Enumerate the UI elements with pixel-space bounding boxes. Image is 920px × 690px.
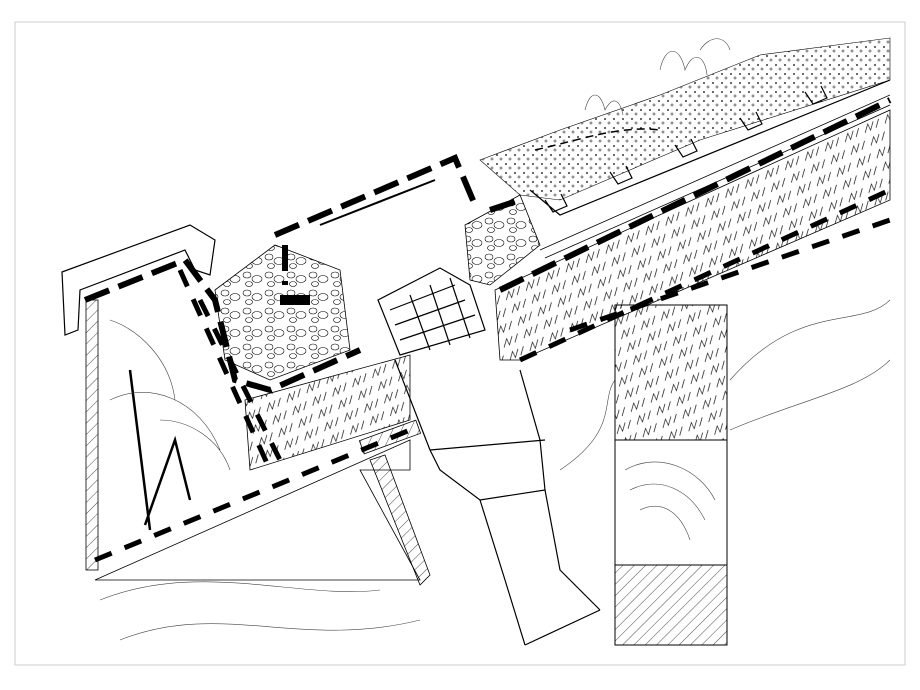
edge-block: [280, 295, 310, 305]
column-lower: [614, 564, 728, 646]
column-wood-grain: [624, 461, 716, 541]
parapet-membrane: [177, 268, 283, 472]
gravel-left: [214, 244, 351, 381]
parapet-cap-flashing: [61, 224, 216, 336]
slab-opening: [369, 454, 431, 586]
column-middle: [614, 439, 728, 566]
parapet-wall: [85, 299, 99, 571]
drawing-frame: [14, 21, 906, 666]
drain-flange-left: [358, 419, 422, 455]
vegetation-substrate: [479, 37, 891, 201]
insulation-layer: [244, 354, 411, 471]
edge-frame: [273, 154, 521, 285]
parapet-wood-grain: [109, 319, 231, 471]
waterproof-membrane-lower: [94, 187, 892, 563]
drainage-board: [529, 79, 891, 216]
insulation-layer-right: [494, 109, 891, 361]
vapor-barrier-right: [569, 217, 891, 333]
drain-pipe: [479, 489, 601, 646]
waterproof-membrane-upper: [83, 97, 892, 394]
slab-surface-lines: [99, 299, 891, 641]
drain-grate: [377, 267, 486, 356]
column-upper: [614, 304, 728, 441]
edge-frame-inner: [319, 179, 436, 226]
parapet-brace: [128, 369, 192, 531]
separation-dashed-line: [534, 128, 661, 151]
